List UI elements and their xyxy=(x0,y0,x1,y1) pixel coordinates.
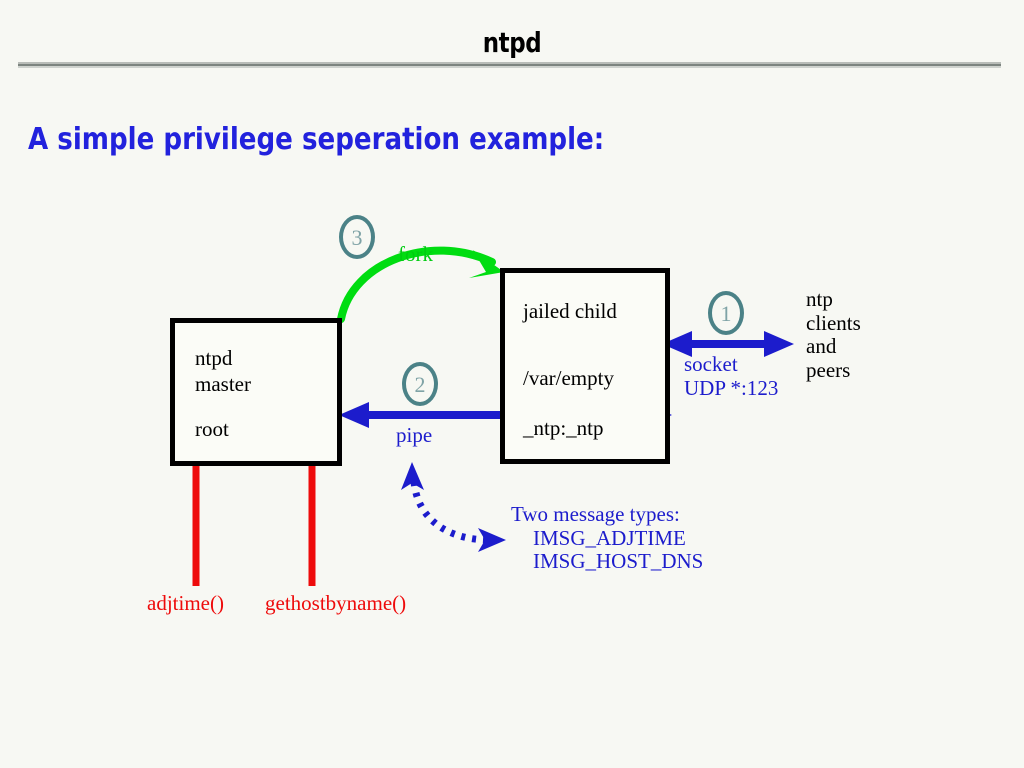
label-message-type-1: IMSG_ADJTIME xyxy=(533,525,686,550)
label-socket-line-1: socket xyxy=(684,352,738,376)
step-number-3: 3 xyxy=(339,215,375,259)
label-message-types: Two message types: IMSG_ADJTIME IMSG_HOS… xyxy=(511,502,704,574)
label-fork: fork xyxy=(398,242,433,266)
message-types-arrow-shaft xyxy=(410,481,488,544)
page-title: ntpd xyxy=(482,26,542,59)
box-child-line-2: /var/empty xyxy=(523,366,614,390)
title-divider xyxy=(18,62,1001,68)
step-number-1: 1 xyxy=(708,291,744,335)
label-adjtime: adjtime() xyxy=(147,591,224,615)
label-clients-line-2: clients xyxy=(806,310,861,335)
process-box-jailed-child: jailed child /var/empty _ntp:_ntp xyxy=(500,268,670,464)
label-clients-line-1: ntp xyxy=(806,287,833,311)
label-ntp-clients-and-peers: ntp clients and peers xyxy=(806,287,861,382)
label-gethostbyname: gethostbyname() xyxy=(265,591,407,615)
step-number-2: 2 xyxy=(402,362,438,406)
label-message-type-2: IMSG_HOST_DNS xyxy=(533,549,704,574)
slide-subtitle: A simple privilege seperation example: xyxy=(28,122,605,157)
process-box-master: ntpd master root xyxy=(170,318,342,466)
fork-arrowhead xyxy=(469,250,504,278)
box-master-line-2: master xyxy=(195,372,251,396)
box-child-line-3: _ntp:_ntp xyxy=(523,416,604,440)
pipe-arrowhead-left xyxy=(339,402,369,428)
label-clients-line-3: and xyxy=(806,334,837,359)
label-message-types-title: Two message types: xyxy=(511,502,680,526)
label-socket-line-2: UDP *:123 xyxy=(684,375,779,400)
message-types-arrowhead-up xyxy=(401,462,424,490)
label-clients-line-4: peers xyxy=(806,357,851,382)
label-pipe: pipe xyxy=(396,423,433,447)
box-child-line-1: jailed child xyxy=(523,299,617,323)
box-master-line-1: ntpd xyxy=(195,346,233,370)
box-master-line-3: root xyxy=(195,417,229,441)
label-socket: socket UDP *:123 xyxy=(684,352,779,400)
message-types-arrowhead-right xyxy=(478,528,506,552)
